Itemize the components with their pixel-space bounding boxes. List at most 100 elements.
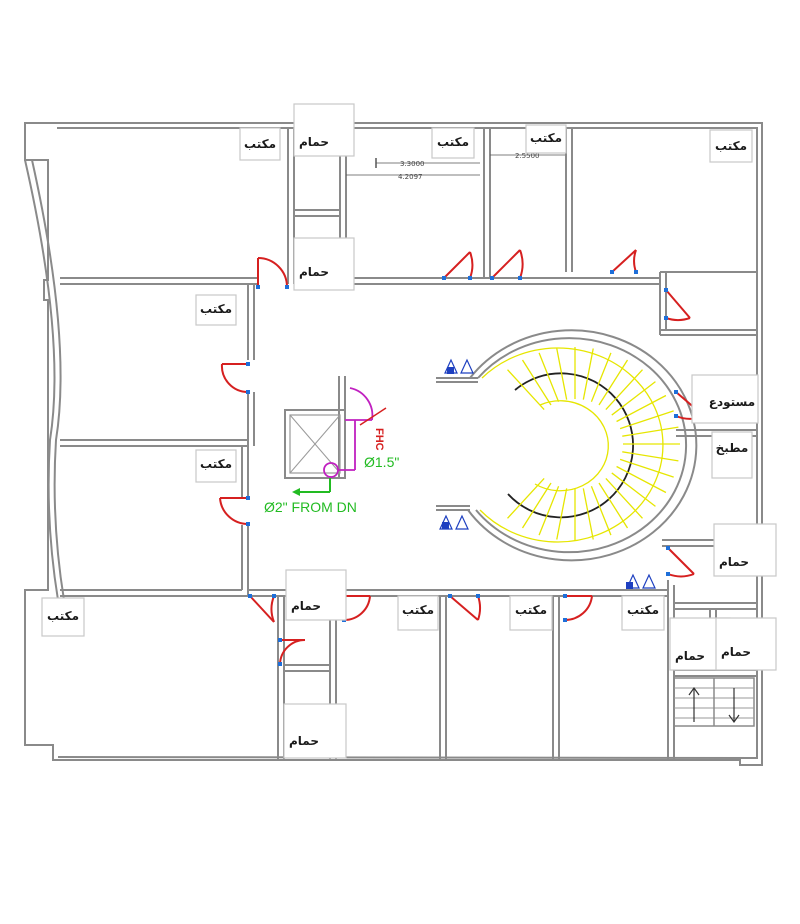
stair-tread — [619, 410, 674, 430]
room-label-office-4: مكتب — [709, 129, 753, 163]
svg-text:حمام: حمام — [299, 135, 329, 150]
door-jamb — [674, 414, 678, 418]
door-leaf — [249, 595, 275, 623]
svg-text:مكتب: مكتب — [244, 137, 276, 151]
room-label-office-5: مكتب — [195, 294, 237, 326]
stair-tread — [521, 482, 552, 529]
stair-tread — [622, 451, 679, 462]
stair-tread — [616, 394, 667, 423]
svg-text:مكتب: مكتب — [715, 139, 747, 153]
door-jamb — [563, 618, 567, 622]
door-jamb — [634, 270, 638, 274]
door-swing-arc — [469, 251, 474, 279]
room-label-bath-2: حمام — [293, 237, 355, 291]
door-leaf — [443, 251, 471, 279]
room-label-bath-1: حمام — [293, 103, 355, 157]
svg-text:مكتب: مكتب — [530, 131, 562, 145]
room-label-office-3: مكتب — [525, 124, 567, 154]
room-label-bath-3: حمام — [713, 523, 777, 577]
dimension-text-2: 4.2097 — [398, 173, 423, 181]
room-label-kitchen: مطبخ — [711, 431, 753, 479]
room-label-bath-7: حمام — [283, 703, 347, 759]
riser-pipe: Ø2" FROM DN — [264, 478, 357, 515]
stair-tread — [521, 359, 552, 406]
svg-text:حمام: حمام — [721, 645, 751, 660]
door-swing-arc — [564, 595, 593, 622]
dimension-text-3: 2.5500 — [515, 152, 540, 160]
stair-tread — [556, 348, 568, 400]
door-swing-arc — [270, 595, 275, 623]
door-leaf — [491, 249, 521, 279]
door-leaf — [611, 249, 637, 273]
door-jamb — [448, 594, 452, 598]
stair-tread — [605, 369, 643, 410]
door-jamb — [518, 276, 522, 280]
room-label-office-6: مكتب — [195, 449, 237, 483]
door-swing-arc — [257, 257, 288, 288]
door-jamb — [442, 276, 446, 280]
riser-label: Ø2" FROM DN — [264, 499, 357, 515]
stair-marker-top — [444, 358, 474, 374]
outer-walls — [24, 122, 763, 766]
dimension-lines: 3.3000 4.2097 2.5500 — [346, 152, 565, 181]
door-swing-arc — [343, 595, 371, 622]
door-jamb — [468, 276, 472, 280]
door-jamb — [246, 390, 250, 394]
svg-text:حمام: حمام — [675, 649, 705, 664]
door-swing-arc — [519, 249, 524, 279]
door-jamb — [256, 285, 260, 289]
door-jamb — [278, 662, 282, 666]
svg-text:حمام: حمام — [719, 555, 749, 570]
stair-tread — [582, 348, 594, 400]
door-swing-arc — [220, 363, 249, 394]
svg-text:حمام: حمام — [291, 599, 321, 614]
room-label-office-9: مكتب — [621, 595, 665, 631]
stair-tread — [538, 352, 560, 402]
stair-tread — [611, 381, 656, 416]
door-leaf — [449, 595, 479, 621]
stair-tread — [507, 478, 545, 519]
stair-tread — [598, 482, 629, 529]
door-swing-arc — [667, 573, 695, 578]
door-jamb — [278, 638, 282, 642]
stair-marker-bottom — [439, 514, 469, 530]
svg-text:حمام: حمام — [299, 265, 329, 280]
svg-text:مكتب: مكتب — [627, 603, 659, 617]
door-jamb — [246, 522, 250, 526]
door-jamb — [664, 316, 668, 320]
door-jamb — [285, 285, 289, 289]
svg-text:حمام: حمام — [289, 734, 319, 749]
stair-tread — [622, 426, 679, 437]
dimension-text-1: 3.3000 — [400, 160, 425, 168]
service-stairs — [673, 677, 755, 727]
door-jamb — [666, 572, 670, 576]
door-leaf — [665, 289, 691, 319]
svg-text:مكتب: مكتب — [200, 302, 232, 316]
door-jamb — [563, 594, 567, 598]
room-label-bath-4: حمام — [285, 569, 347, 621]
door-jamb — [666, 546, 670, 550]
door-swing-arc — [665, 317, 691, 321]
door-jamb — [246, 362, 250, 366]
room-label-office-2: مكتب — [431, 127, 475, 159]
svg-text:مكتب: مكتب — [200, 457, 232, 471]
door-jamb — [246, 496, 250, 500]
room-labels: مكتب حمام مكتب مكتب مكتب حمام مكتب مستود… — [41, 103, 777, 759]
door-jamb — [248, 594, 252, 598]
pipe-size-label: Ø1.5" — [364, 454, 399, 470]
spiral-staircase — [436, 329, 698, 589]
door-jamb — [610, 270, 614, 274]
stair-tread — [611, 472, 656, 507]
door-jamb — [674, 390, 678, 394]
stair-marker-se — [626, 573, 656, 589]
door-leaf — [667, 547, 695, 575]
room-label-office-10: مكتب — [41, 597, 85, 637]
door-jamb — [272, 594, 276, 598]
room-label-bath-6: حمام — [715, 617, 777, 671]
door-swing-arc — [633, 249, 637, 273]
stair-tread — [590, 352, 612, 402]
stair-tread — [538, 486, 560, 536]
room-label-storage: مستودع — [691, 374, 759, 424]
svg-text:مستودع: مستودع — [709, 395, 755, 410]
